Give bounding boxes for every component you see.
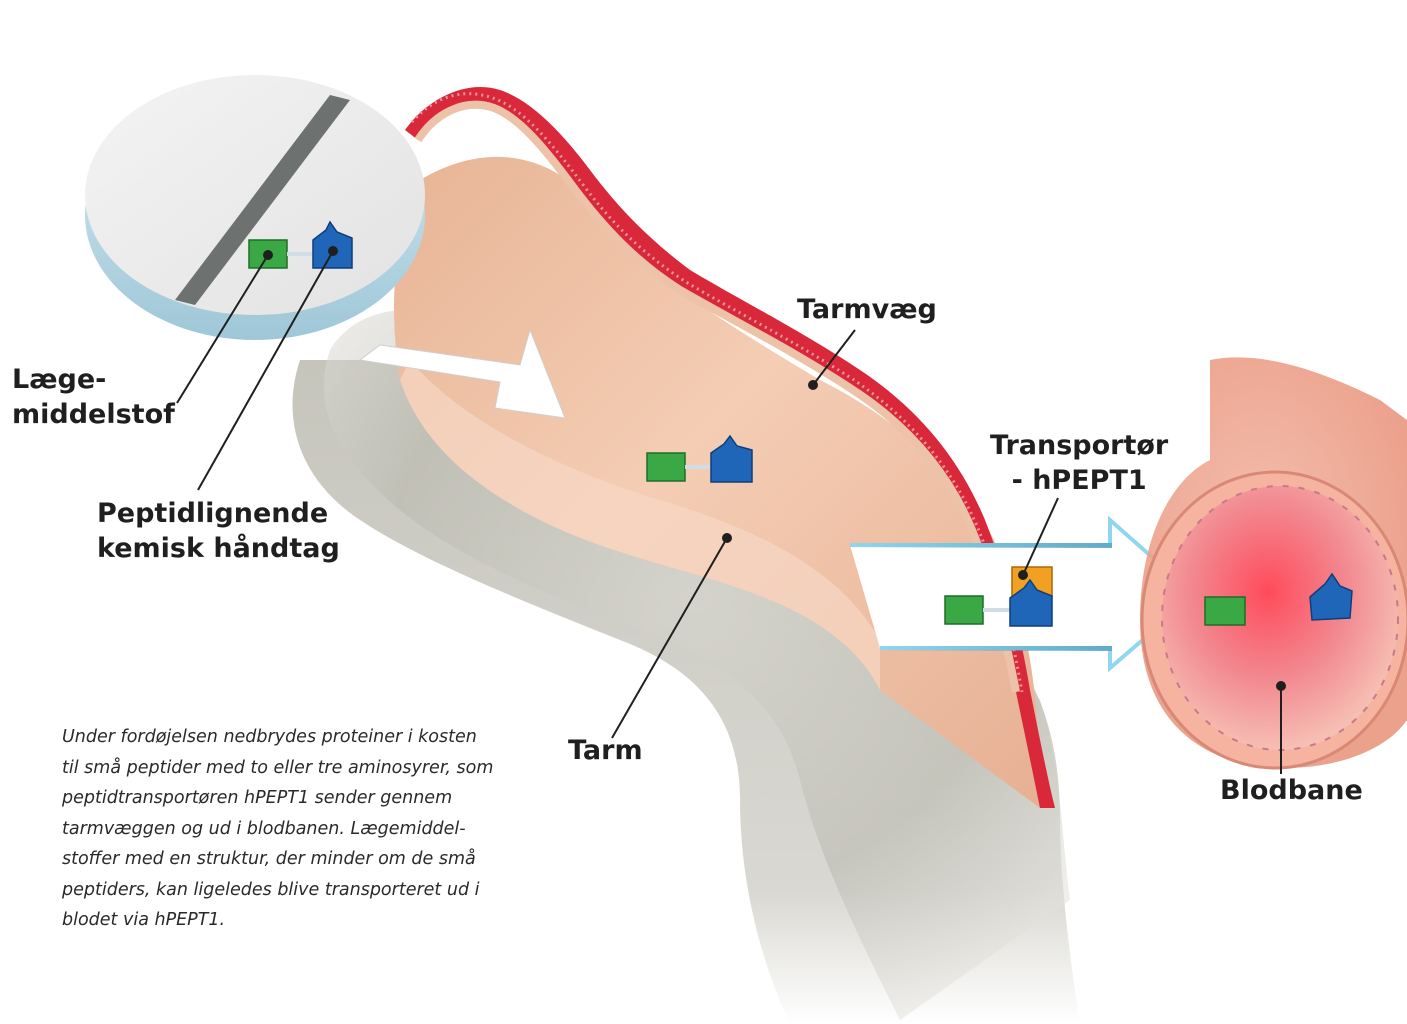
caption-line: tarmvæggen og ud i blodbanen. Lægemiddel… [62, 814, 512, 845]
label-transportor-hpept1: Transportør - hPEPT1 [990, 428, 1168, 498]
label-blodbane: Blodbane [1220, 773, 1363, 808]
transport-arrow-shaft-bottom [880, 646, 1112, 651]
caption-line: peptiders, kan ligeledes blive transport… [62, 875, 512, 906]
blood-vessel [1140, 357, 1407, 768]
pill [85, 75, 425, 340]
caption-line: til små peptider med to eller tre aminos… [62, 753, 512, 784]
drug-square [945, 596, 983, 624]
caption-text: Under fordøjelsen nedbrydes proteiner i … [62, 722, 512, 936]
label-laegemiddelstof: Læge- middelstof [12, 362, 175, 432]
caption-line: Under fordøjelsen nedbrydes proteiner i … [62, 722, 512, 753]
label-peptidlignende-kemisk-handtag: Peptidlignende kemisk håndtag [97, 496, 340, 566]
drug-square [647, 453, 685, 481]
caption-line: stoffer med en struktur, der minder om d… [62, 844, 512, 875]
drug-square [1205, 597, 1245, 625]
label-tarm: Tarm [568, 733, 643, 768]
label-tarmvaeg: Tarmvæg [797, 292, 937, 327]
transport-arrow-shaft-top [850, 543, 1112, 548]
caption-line: peptidtransportøren hPEPT1 sender gennem [62, 783, 512, 814]
caption-line: blodet via hPEPT1. [62, 905, 512, 936]
